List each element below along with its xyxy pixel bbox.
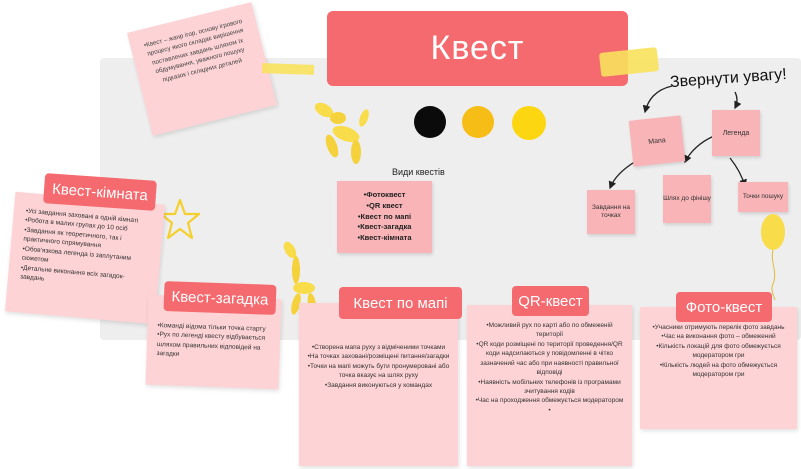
sticky-label: Завдання на точках (591, 203, 631, 219)
type-item: •Квест-загадка (357, 222, 412, 232)
riddle-quest-list: •Команді відома тільки точка старту •Рух… (156, 321, 270, 363)
type-item: •Квест по мапі (357, 211, 412, 221)
list-item: •Час на виконання фото – обмежений (661, 333, 776, 341)
black-dot (414, 106, 446, 138)
list-item: •Кількість людей на фото обмежується мод… (659, 361, 778, 379)
page-title[interactable]: Квест (327, 11, 628, 86)
list-item: •Учасники отримують перелік фото завдань (652, 324, 785, 331)
yellow-dot (512, 106, 546, 140)
list-item: •На точках заховані/розміщені питання/за… (307, 353, 450, 361)
balloon-dog-icon (314, 102, 369, 164)
sticky-label: Шлях до фінішу (663, 194, 711, 202)
types-list: •Фотоквест •QR квест •Квест по мапі •Кве… (357, 190, 411, 244)
sticky-map[interactable]: Мапа (628, 115, 686, 167)
types-heading: Види квестів (392, 167, 445, 177)
orange-dot (462, 106, 494, 138)
list-item: •Точки на мапі можуть бути пронумеровані… (307, 362, 450, 380)
riddle-quest-title[interactable]: Квест-загадка (163, 281, 277, 315)
types-note[interactable]: •Фотоквест •QR квест •Квест по мапі •Кве… (337, 181, 432, 253)
qr-quest-title[interactable]: QR-квест (512, 286, 589, 316)
list-item: •Можливий рух по карті або по обмеженій … (486, 322, 613, 339)
list-item: •Час на проходження обмежується модерато… (475, 397, 624, 405)
list-item: •Рух по легенді квесту відбувається шлях… (156, 331, 266, 359)
list-item: •QR коди розміщені по території проведен… (476, 340, 623, 377)
list-item: •Створена мапа руху з відміченими точкам… (311, 344, 446, 351)
map-quest-title[interactable]: Квест по мапі (339, 287, 462, 319)
photo-quest-title[interactable]: Фото-квест (676, 292, 772, 322)
type-item: •QR квест (366, 200, 403, 210)
photo-quest-list: •Учасники отримують перелік фото завдань… (648, 323, 789, 380)
qr-quest-card[interactable]: •Можливий рух по карті або по обмеженій … (467, 305, 632, 466)
sticky-path-to-finish[interactable]: Шлях до фінішу (663, 175, 711, 223)
sticky-label: Легенда (722, 129, 750, 137)
list-item: •Наявність мобільних телефонів із програ… (478, 378, 621, 395)
type-item: •Фотоквест (363, 189, 406, 199)
map-quest-list: •Створена мапа руху з відміченими точкам… (307, 343, 450, 390)
photo-quest-card[interactable]: •Учасники отримують перелік фото завдань… (640, 307, 797, 429)
type-item: •Квест-кімната (357, 233, 412, 243)
sticky-search-points[interactable]: Точки пошуку (738, 182, 788, 212)
sticky-tasks-at-points[interactable]: Завдання на точках (587, 190, 635, 234)
list-item: • (548, 406, 551, 414)
qr-quest-list: •Можливий рух по карті або по обмеженій … (475, 321, 624, 415)
map-quest-card[interactable]: •Створена мапа руху з відміченими точкам… (299, 303, 458, 466)
sticky-label: Точки пошуку (742, 192, 784, 200)
list-item: •Завдання виконуються у командах (324, 381, 433, 389)
sticky-label: Мапа (647, 136, 667, 146)
balloon-giraffe-icon (283, 241, 317, 315)
star-icon (159, 198, 201, 240)
room-quest-card[interactable]: •Усі завдання заховані в одній кімнаті •… (5, 191, 165, 325)
room-quest-list: •Усі завдання заховані в одній кімнаті •… (20, 207, 152, 293)
list-item: •Кількість локацій для фото обмежується … (656, 342, 781, 360)
balloon-icon (761, 214, 785, 301)
sticky-legend[interactable]: Легенда (712, 110, 760, 156)
